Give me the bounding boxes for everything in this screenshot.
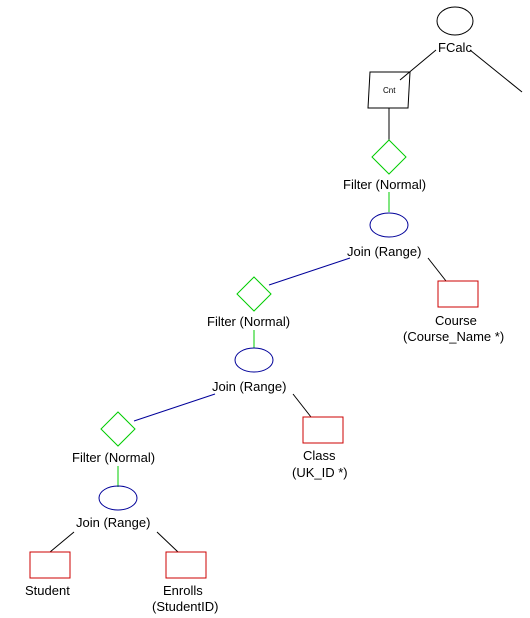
student-table-rect (29, 551, 71, 579)
class-table-rect (302, 416, 344, 444)
enrolls-table-rect (165, 551, 207, 579)
filter1-node-label: Filter (Normal) (343, 177, 426, 192)
edge-join3-student (49, 531, 75, 553)
fcalc-node-label: FCalc (438, 40, 472, 55)
join2-node-ellipse (234, 347, 274, 373)
edge-join2-filter3 (133, 393, 216, 422)
student-table-label: Student (25, 583, 70, 598)
filter3-node-label: Filter (Normal) (72, 450, 155, 465)
join2-node-label: Join (Range) (212, 379, 286, 394)
edge-join3-enrolls (156, 531, 179, 553)
cnt-node-label: Cnt (383, 86, 396, 95)
filter1-node-diamond (371, 139, 407, 175)
edge-fcalc-right (469, 49, 523, 93)
join3-node-ellipse (98, 485, 138, 511)
enrolls-table-label: Enrolls (163, 583, 203, 598)
join1-node-label: Join (Range) (347, 244, 421, 259)
edge-join1-course (427, 257, 447, 282)
filter2-node-label: Filter (Normal) (207, 314, 290, 329)
join1-node-ellipse (369, 212, 409, 238)
edge-join1-filter2 (268, 257, 351, 286)
enrolls-table-sublabel: (StudentID) (152, 599, 218, 614)
course-table-sublabel: (Course_Name *) (403, 329, 504, 344)
fcalc-node-ellipse (436, 6, 474, 36)
class-table-label: Class (303, 448, 336, 463)
filter3-node-diamond (100, 411, 136, 447)
course-table-rect (437, 280, 479, 308)
class-table-sublabel: (UK_ID *) (292, 465, 348, 480)
edge-join2-class (292, 393, 312, 418)
cnt-node-shape (367, 71, 411, 109)
filter2-node-diamond (236, 276, 272, 312)
course-table-label: Course (435, 313, 477, 328)
edge-fcalc-cnt (399, 49, 437, 81)
join3-node-label: Join (Range) (76, 515, 150, 530)
